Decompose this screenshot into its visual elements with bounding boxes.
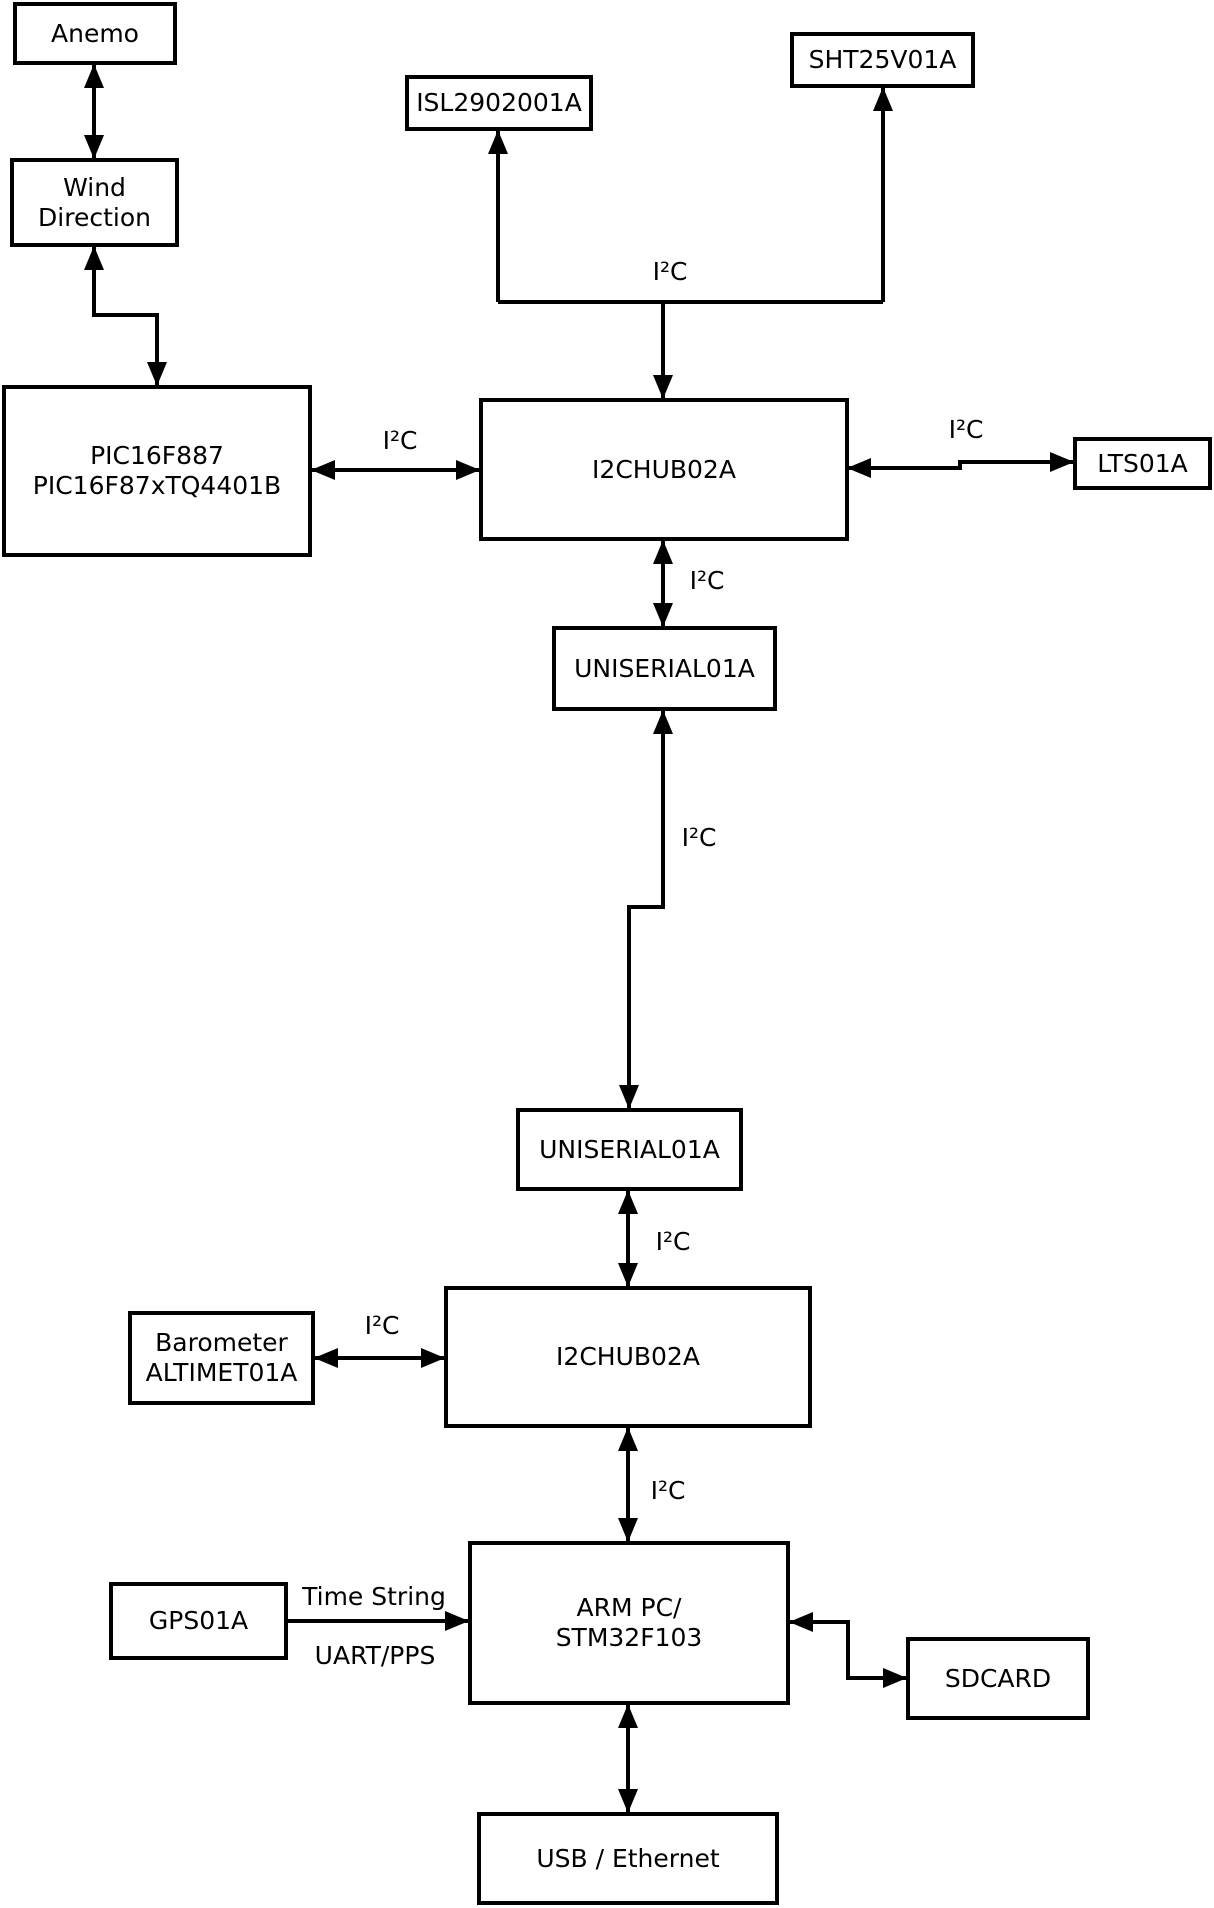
node-wind-direction-line1: Wind [63, 172, 126, 202]
node-barometer-line1: Barometer [155, 1328, 288, 1357]
node-usb-ethernet-label: USB / Ethernet [536, 1843, 720, 1873]
node-gps01a: GPS01A [109, 1582, 288, 1660]
node-arm-pc-stm32f103: ARM PC/ STM32F103 [468, 1541, 790, 1705]
node-pic16f887-line2: PIC16F87xTQ4401B [32, 471, 282, 500]
node-i2chub02a-1: I2CHUB02A [479, 398, 849, 541]
node-sht25v01a-label: SHT25V01A [808, 45, 957, 74]
node-lts01a: LTS01A [1073, 437, 1212, 490]
node-uniserial01a-1: UNISERIAL01A [552, 626, 777, 711]
edge-label-i2c-uniserial-link: I²C [681, 823, 717, 852]
edge-label-uart-pps: UART/PPS [314, 1641, 436, 1670]
node-anemo: Anemo [13, 2, 177, 65]
node-sdcard: SDCARD [906, 1637, 1090, 1720]
node-isl2902001a: ISL2902001A [405, 75, 593, 131]
edge-label-i2c-hub2-arm: I²C [650, 1476, 686, 1505]
edge-label-i2c-baro-hub2: I²C [364, 1311, 400, 1340]
edge-label-i2c-pic-hub1: I²C [382, 426, 418, 455]
edge-uniserial1-uniserial2 [619, 710, 673, 1109]
node-uniserial01a-2: UNISERIAL01A [516, 1108, 743, 1191]
node-isl2902001a-label: ISL2902001A [416, 88, 582, 117]
node-pic16f887: PIC16F887 PIC16F87xTQ4401B [2, 385, 312, 557]
node-gps01a-label: GPS01A [148, 1606, 249, 1635]
node-uniserial01a-2-label: UNISERIAL01A [539, 1134, 720, 1164]
node-sht25v01a: SHT25V01A [790, 32, 975, 88]
node-i2chub02a-1-label: I2CHUB02A [592, 454, 736, 484]
edge-label-i2c-hub1-lts: I²C [948, 415, 984, 444]
edge-label-time-string: Time String [302, 1582, 446, 1611]
node-uniserial01a-1-label: UNISERIAL01A [574, 653, 755, 683]
edge-label-i2c-hub1-uniserial1: I²C [689, 566, 725, 595]
node-i2chub02a-2-label: I2CHUB02A [556, 1342, 700, 1371]
node-arm-pc-line2: STM32F103 [555, 1623, 703, 1652]
node-arm-pc-line1: ARM PC/ [576, 1593, 682, 1622]
node-wind-direction-line2: Direction [38, 202, 151, 232]
node-barometer-line2: ALTIMET01A [145, 1358, 298, 1387]
edge-label-i2c-sensor-bus: I²C [652, 257, 688, 286]
node-lts01a-label: LTS01A [1097, 448, 1188, 478]
edge-arm-sdcard [789, 1612, 907, 1688]
node-pic16f887-line1: PIC16F887 [90, 441, 224, 470]
node-barometer-altimet01a: Barometer ALTIMET01A [128, 1311, 315, 1405]
node-i2chub02a-2: I2CHUB02A [444, 1286, 812, 1428]
edge-label-i2c-uniserial2-hub2: I²C [655, 1227, 691, 1256]
node-wind-direction: Wind Direction [10, 158, 179, 247]
edge-hub1-lts [847, 452, 1074, 478]
edge-wind-pic [84, 246, 167, 386]
node-anemo-label: Anemo [51, 18, 139, 48]
node-sdcard-label: SDCARD [944, 1663, 1052, 1693]
node-usb-ethernet: USB / Ethernet [477, 1812, 779, 1905]
